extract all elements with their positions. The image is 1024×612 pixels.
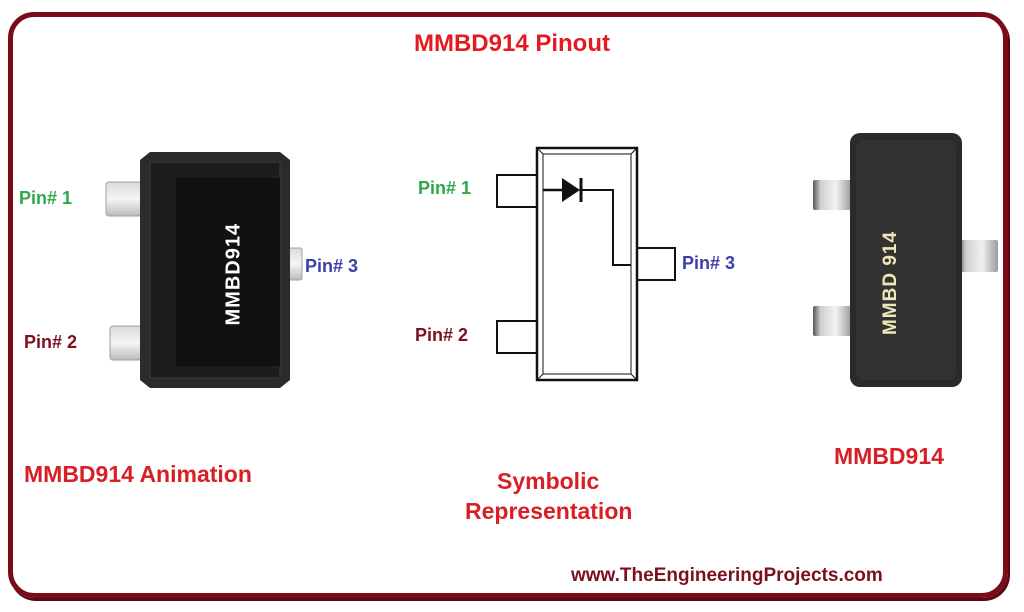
diagram-frame: [8, 12, 1008, 598]
symbol-pin3: [636, 247, 676, 281]
symbol-package: [496, 146, 676, 382]
symbol-pin1: [496, 174, 538, 208]
left-pin1-label: Pin# 1: [19, 188, 73, 208]
right-pin2-lead: [813, 306, 851, 336]
symbol-pin2: [496, 320, 538, 354]
right-pin3-lead: [958, 240, 998, 272]
website-link[interactable]: www.TheEngineeringProjects.com: [571, 565, 883, 586]
page-title: MMBD914 Pinout: [413, 30, 610, 57]
left-chip-marking: MMBD914: [222, 222, 245, 326]
symbol-pin3-label: Pin# 3: [682, 253, 736, 273]
symbol-pin2-label: Pin# 2: [415, 325, 469, 345]
animation-caption: MMBD914 Animation: [24, 461, 252, 487]
left-pin3-label: Pin# 3: [305, 256, 359, 276]
diode-icon: [562, 178, 580, 202]
right-chip: [813, 133, 998, 387]
chip-caption: MMBD914: [834, 443, 944, 469]
left-chip: [105, 152, 303, 388]
symbol-pin1-label: Pin# 1: [418, 178, 472, 198]
symbolic-caption-line2: Representation: [465, 498, 633, 524]
left-pin2-label: Pin# 2: [24, 332, 78, 352]
right-pin1-lead: [813, 180, 851, 210]
right-chip-marking: MMBD 914: [880, 230, 901, 336]
symbolic-caption-line1: Symbolic: [497, 468, 600, 494]
